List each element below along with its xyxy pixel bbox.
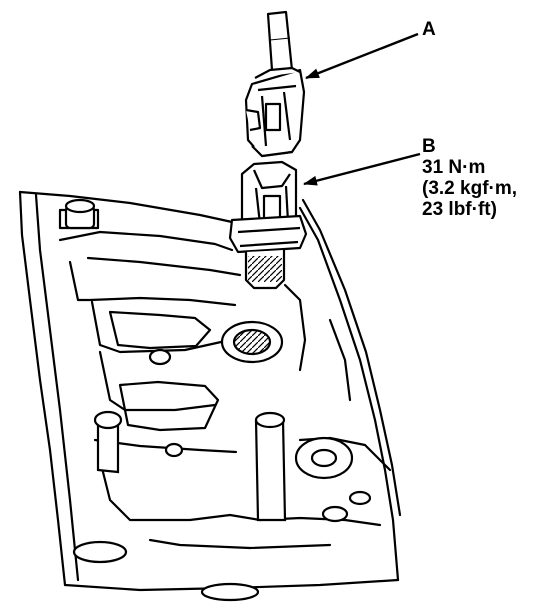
callout-a-label: A [422, 19, 436, 40]
torque-spec-line: 23 lbf·ft) [422, 199, 497, 220]
leader-line-a [305, 32, 419, 80]
oil-pressure-switch [228, 160, 308, 290]
leader-line-b [303, 152, 421, 186]
transmission-housing [18, 190, 402, 592]
housing-bosses [64, 198, 372, 602]
torque-spec: 31 N·m (3.2 kgf·m, 23 lbf·ft) [422, 157, 517, 220]
torque-spec-line: (3.2 kgf·m, [422, 178, 518, 199]
callout-b-label: B [422, 136, 436, 157]
leader-lines [303, 32, 421, 186]
connector-harness [244, 10, 306, 158]
torque-spec-line: 31 N·m [422, 157, 486, 178]
